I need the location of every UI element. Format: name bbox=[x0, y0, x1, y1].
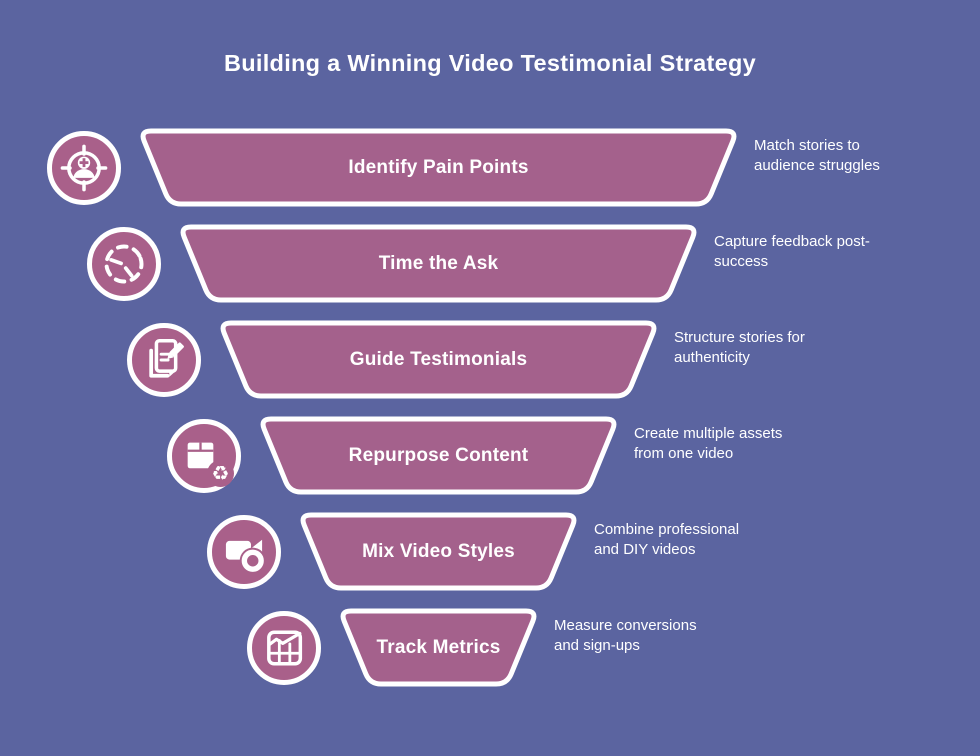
metrics-chart-icon bbox=[247, 611, 321, 685]
page-title: Building a Winning Video Testimonial Str… bbox=[223, 50, 757, 76]
funnel-step-6-shape bbox=[340, 608, 537, 687]
funnel-step-2-shape bbox=[180, 224, 697, 303]
step-6-description: Measure conversions and sign-ups bbox=[554, 617, 697, 654]
video-camera-icon bbox=[207, 515, 281, 589]
funnel-step-1-shape bbox=[140, 128, 737, 207]
recycle-icon: ♻ bbox=[207, 460, 234, 487]
step-5-description: Combine professional and DIY videos bbox=[594, 521, 740, 558]
target-audience-icon bbox=[47, 131, 121, 205]
funnel-step-5-shape bbox=[300, 512, 577, 591]
funnel-step-3-label: Guide Testimonials bbox=[349, 348, 528, 370]
script-pencil-icon bbox=[127, 323, 201, 397]
repurpose-box-icon: ♻ bbox=[167, 419, 241, 493]
funnel-step-4-label: Repurpose Content bbox=[348, 444, 529, 466]
funnel-step-2-label: Time the Ask bbox=[378, 252, 499, 274]
step-2-description: Capture feedback post- success bbox=[714, 233, 870, 270]
timer-icon bbox=[87, 227, 161, 301]
step-4-description: Create multiple assets from one video bbox=[634, 425, 783, 462]
funnel-step-6-label: Track Metrics bbox=[376, 636, 501, 658]
funnel-step-4-shape bbox=[260, 416, 617, 495]
funnel-step-5-label: Mix Video Styles bbox=[362, 540, 515, 562]
step-3-description: Structure stories for authenticity bbox=[674, 329, 805, 366]
funnel-step-1-label: Identify Pain Points bbox=[348, 156, 529, 178]
step-1-description: Match stories to audience struggles bbox=[754, 137, 880, 174]
funnel-step-3-shape bbox=[220, 320, 657, 399]
